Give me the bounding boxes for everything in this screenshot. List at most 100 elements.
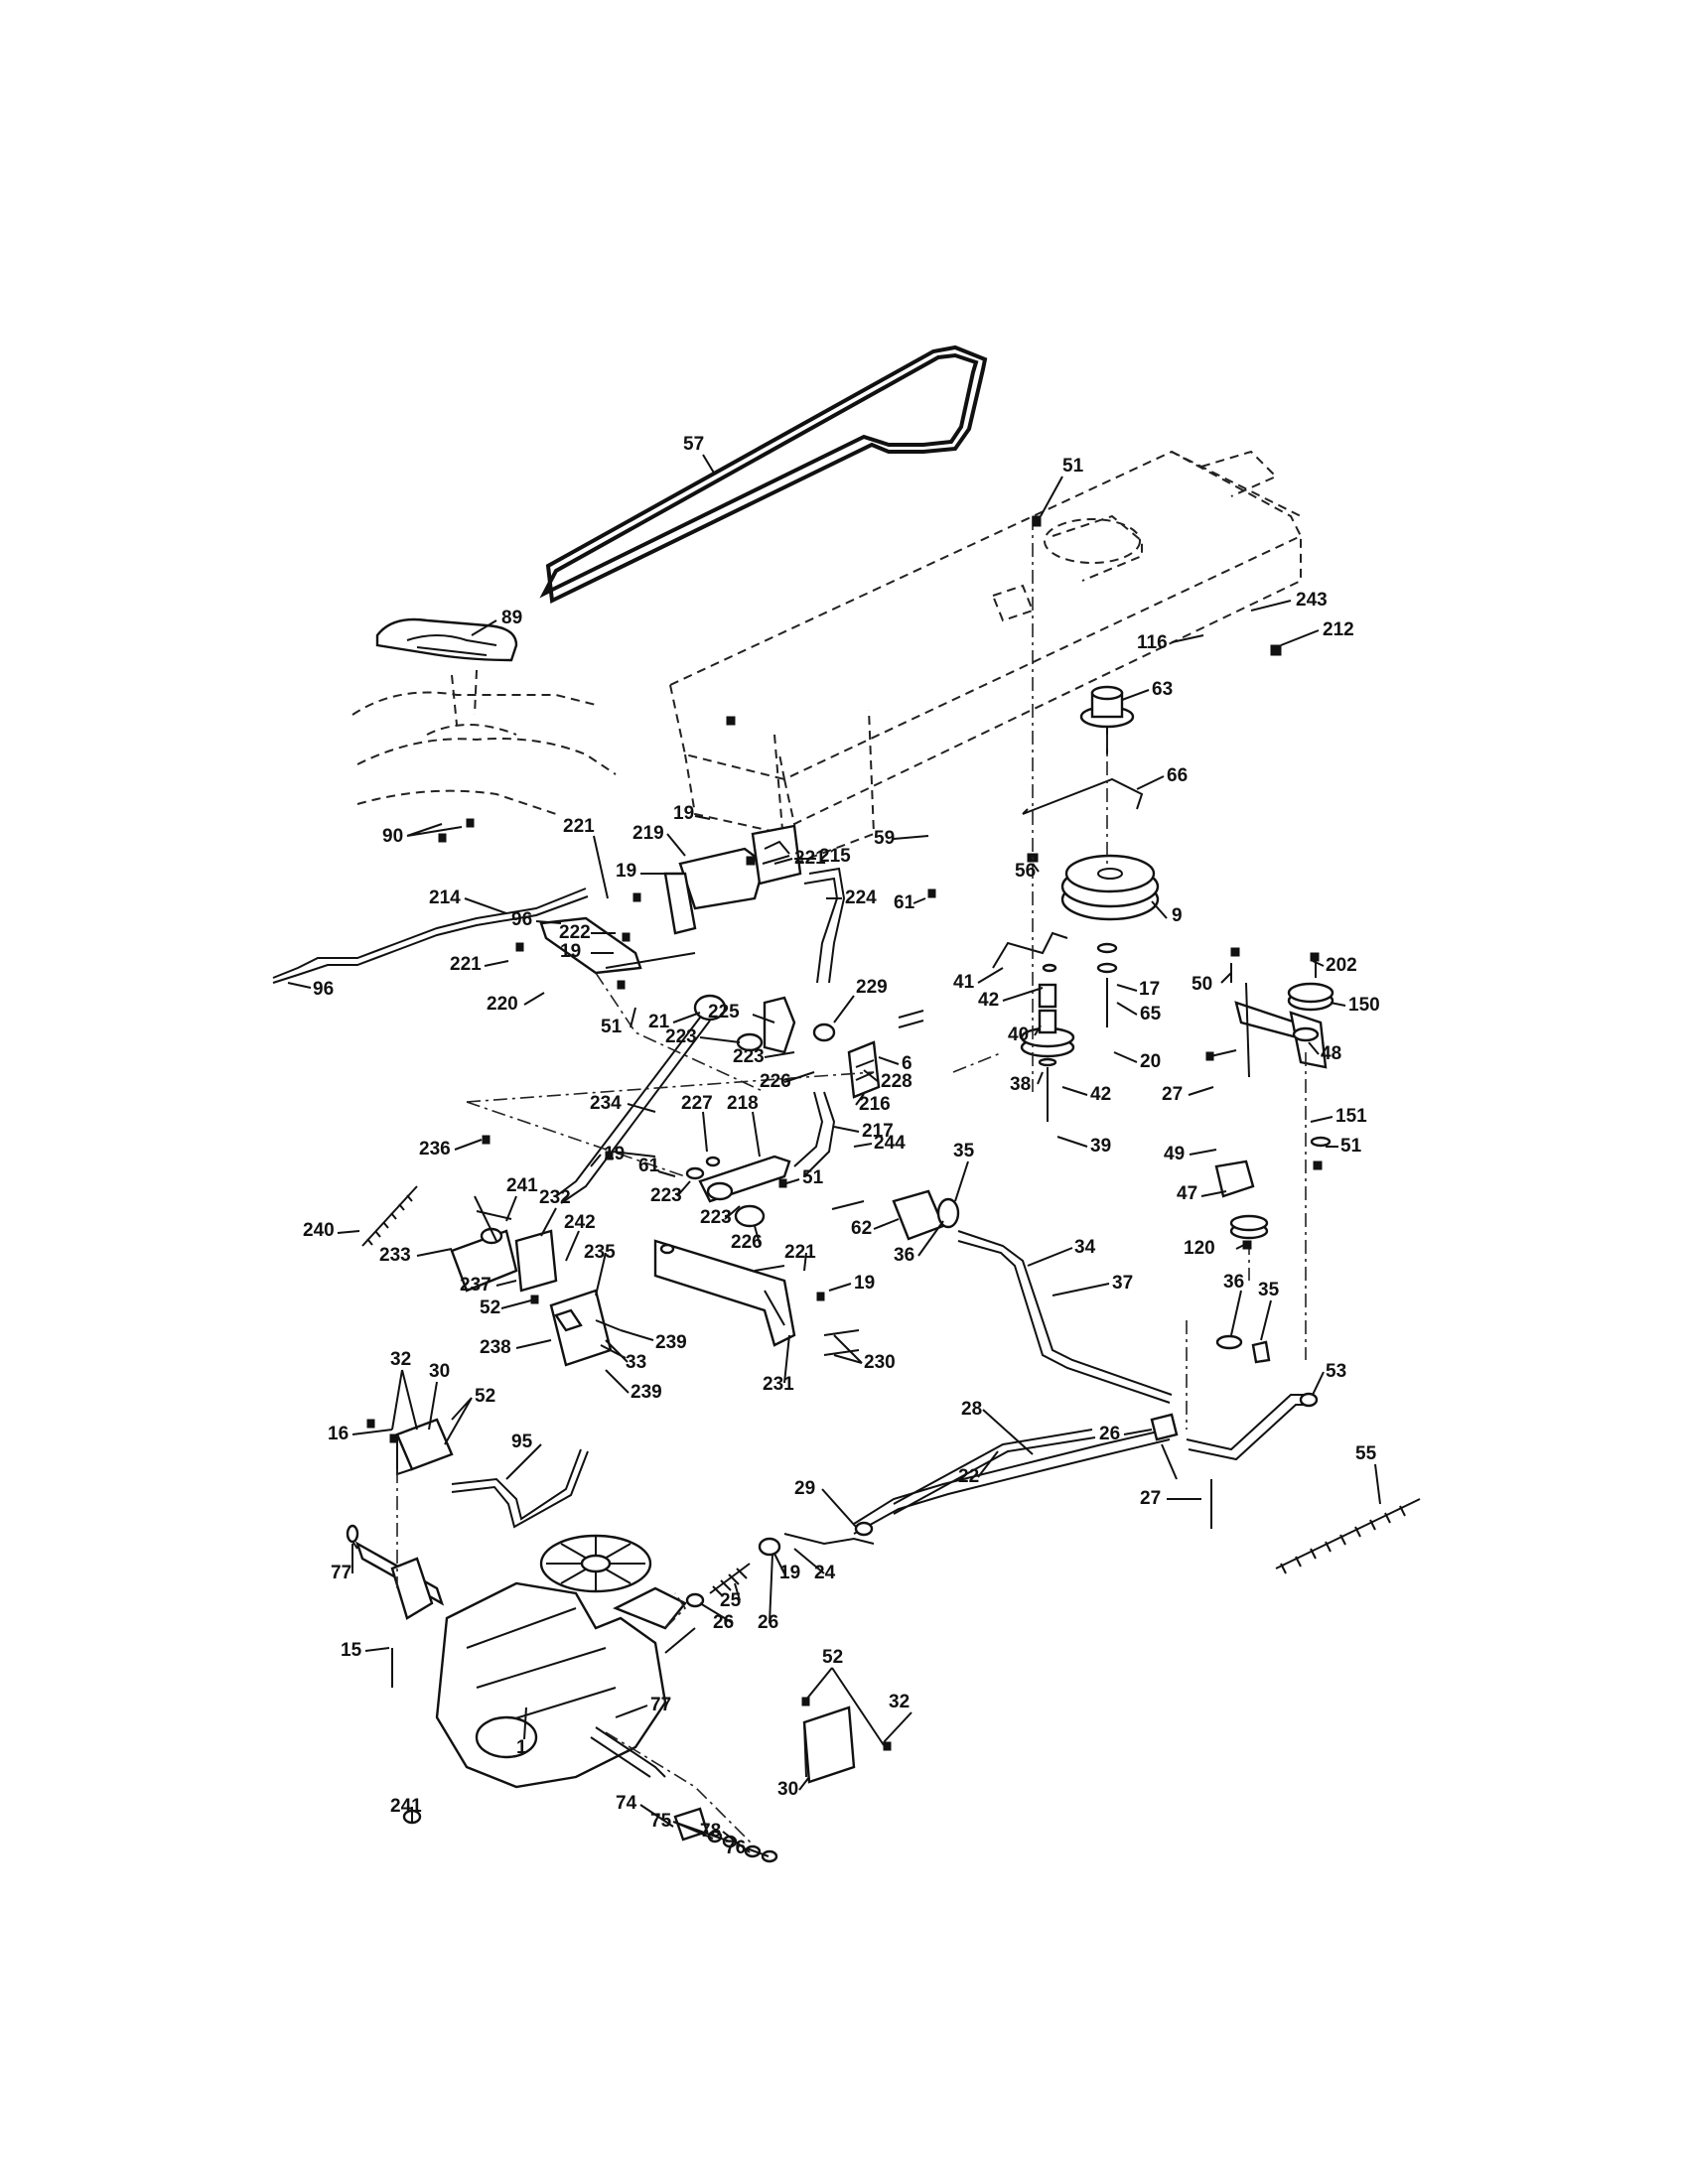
callout-25: 25 <box>720 1590 742 1611</box>
callout-26: 26 <box>713 1612 734 1633</box>
callout-30: 30 <box>429 1361 450 1382</box>
callout-95: 95 <box>511 1432 533 1452</box>
callout-90: 90 <box>382 826 403 847</box>
callout-237: 237 <box>460 1275 491 1296</box>
callout-151: 151 <box>1335 1106 1367 1127</box>
tractor-body-outline <box>351 669 617 815</box>
callout-35: 35 <box>953 1141 975 1161</box>
callout-89: 89 <box>501 608 522 628</box>
callout-214: 214 <box>429 887 461 908</box>
callout-38: 38 <box>1010 1074 1031 1095</box>
callout-50: 50 <box>1192 974 1212 995</box>
callout-65: 65 <box>1140 1004 1162 1024</box>
callout-62: 62 <box>851 1218 872 1239</box>
callout-51: 51 <box>1062 456 1084 477</box>
callout-19: 19 <box>854 1273 875 1294</box>
callout-48: 48 <box>1321 1043 1341 1064</box>
callout-232: 232 <box>539 1187 571 1208</box>
callout-219: 219 <box>632 823 664 844</box>
seat-89 <box>375 617 518 662</box>
callout-218: 218 <box>727 1093 759 1114</box>
callout-47: 47 <box>1177 1183 1197 1204</box>
callout-236: 236 <box>419 1139 451 1160</box>
callout-55: 55 <box>1355 1443 1377 1464</box>
callout-labels: 57 51 89 243 116 212 63 66 90 221 219 19… <box>303 434 1380 1858</box>
idler-bracket-assembly <box>1214 961 1334 1360</box>
callout-27: 27 <box>1140 1488 1161 1509</box>
callout-42: 42 <box>978 990 999 1011</box>
callout-6: 6 <box>902 1053 912 1074</box>
callout-244: 244 <box>874 1133 906 1154</box>
callout-63: 63 <box>1152 679 1173 700</box>
callout-96: 96 <box>313 979 334 1000</box>
callout-223: 223 <box>733 1046 765 1067</box>
callout-33: 33 <box>626 1352 646 1373</box>
callout-225: 225 <box>708 1002 740 1023</box>
callout-19: 19 <box>779 1563 800 1583</box>
callout-241: 241 <box>506 1175 538 1196</box>
callout-226: 226 <box>760 1071 791 1092</box>
callout-51: 51 <box>601 1017 623 1037</box>
callout-220: 220 <box>487 994 518 1015</box>
callout-36: 36 <box>894 1245 914 1266</box>
callout-226: 226 <box>731 1232 763 1253</box>
callout-51: 51 <box>802 1167 824 1188</box>
callout-223: 223 <box>650 1185 682 1206</box>
callout-120: 120 <box>1184 1238 1215 1259</box>
callout-24: 24 <box>814 1563 836 1583</box>
callout-41: 41 <box>953 972 975 993</box>
callout-36: 36 <box>1223 1272 1244 1293</box>
pedal-lever-assembly <box>272 824 1004 1367</box>
callout-202: 202 <box>1326 955 1357 976</box>
callout-234: 234 <box>590 1093 622 1114</box>
callout-34: 34 <box>1074 1237 1096 1258</box>
callout-216: 216 <box>859 1094 891 1115</box>
callout-76: 76 <box>725 1838 746 1858</box>
callout-242: 242 <box>564 1212 596 1233</box>
callout-26: 26 <box>1099 1424 1120 1444</box>
callout-61: 61 <box>894 892 915 913</box>
callout-32: 32 <box>390 1349 411 1370</box>
callout-22: 22 <box>958 1466 979 1487</box>
callout-52: 52 <box>475 1386 495 1407</box>
tractor-frame <box>669 450 1303 866</box>
callout-222: 222 <box>559 922 591 943</box>
callout-42: 42 <box>1090 1084 1111 1105</box>
transaxle-assembly <box>346 1418 856 1863</box>
callout-52: 52 <box>480 1297 500 1318</box>
callout-26: 26 <box>758 1612 778 1633</box>
callout-238: 238 <box>480 1337 511 1358</box>
hardware-fasteners <box>366 515 1323 1751</box>
callout-52: 52 <box>822 1647 843 1668</box>
callout-228: 228 <box>881 1071 912 1092</box>
callout-1: 1 <box>516 1737 527 1758</box>
callout-224: 224 <box>845 887 877 908</box>
callout-20: 20 <box>1140 1051 1161 1072</box>
clutch-assembly <box>992 516 1160 1122</box>
callout-229: 229 <box>856 977 888 998</box>
callout-215: 215 <box>819 846 851 867</box>
callout-19: 19 <box>673 803 694 824</box>
callout-212: 212 <box>1323 619 1354 640</box>
leader-lines <box>287 454 1381 1857</box>
callout-21: 21 <box>648 1012 670 1032</box>
callout-74: 74 <box>616 1793 637 1814</box>
callout-40: 40 <box>1008 1024 1029 1045</box>
callout-240: 240 <box>303 1220 335 1241</box>
callout-239: 239 <box>631 1382 662 1403</box>
callout-223: 223 <box>665 1026 697 1047</box>
callout-61: 61 <box>638 1156 660 1176</box>
callout-29: 29 <box>794 1478 815 1499</box>
callout-19: 19 <box>560 941 581 962</box>
callout-56: 56 <box>1015 861 1036 882</box>
callout-30: 30 <box>777 1779 798 1800</box>
callout-233: 233 <box>379 1245 411 1266</box>
callout-239: 239 <box>655 1332 687 1353</box>
callout-17: 17 <box>1139 979 1160 1000</box>
callout-241: 241 <box>390 1796 422 1817</box>
callout-231: 231 <box>763 1374 794 1395</box>
callout-15: 15 <box>341 1640 362 1661</box>
callout-223: 223 <box>700 1207 732 1228</box>
callout-9: 9 <box>1172 905 1183 926</box>
